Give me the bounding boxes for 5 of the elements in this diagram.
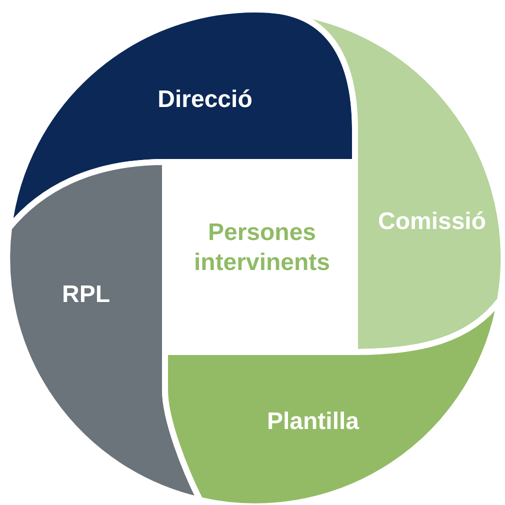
segment-label: Comissió bbox=[378, 207, 486, 237]
segment-label: Direcció bbox=[158, 85, 252, 115]
center-label: Persones intervinents bbox=[192, 218, 332, 278]
segment-label: RPL bbox=[62, 280, 110, 310]
segment-label: Plantilla bbox=[266, 407, 360, 437]
